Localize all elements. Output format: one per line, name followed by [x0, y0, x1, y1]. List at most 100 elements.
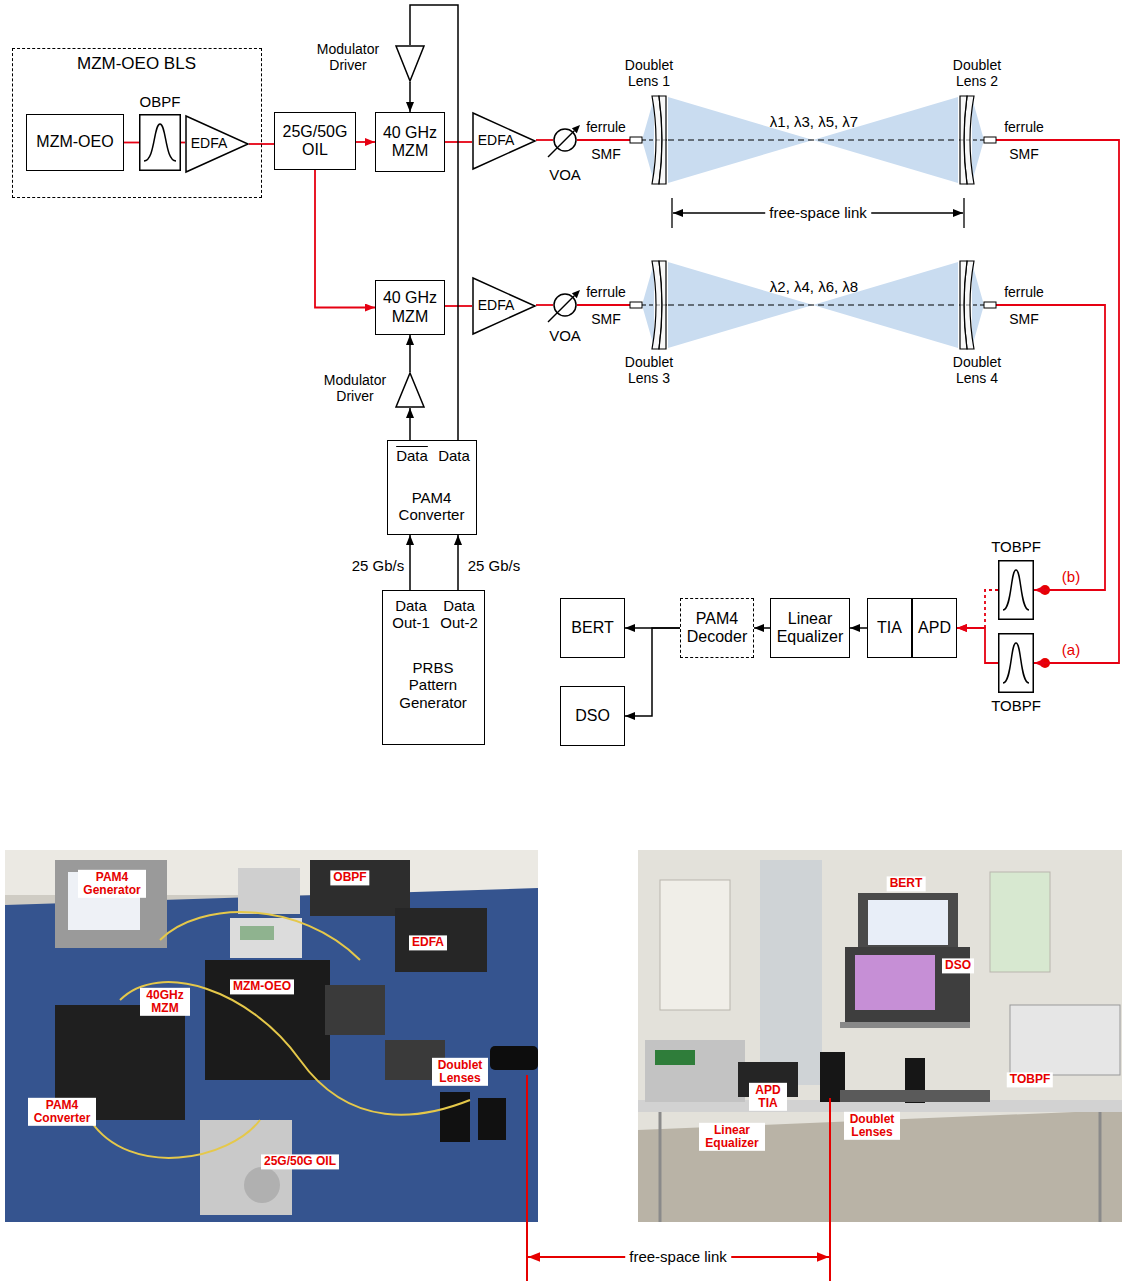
free-space-beam	[668, 304, 958, 305]
signal-wire	[457, 535, 459, 590]
link-bracket	[526, 1075, 528, 1281]
part-label: SMF	[1009, 146, 1039, 162]
part-name: Doublet Lens 3	[618, 354, 680, 386]
signal-wire	[409, 335, 411, 372]
lens-drawing	[958, 96, 996, 184]
tri-up-outline	[396, 373, 424, 407]
edge-label: λ1, λ3, λ5, λ7	[770, 113, 858, 130]
lens-l-outline	[630, 95, 668, 185]
node-body: 40 GHz MZM	[376, 113, 444, 171]
signal-wire	[409, 408, 411, 440]
signal-wire	[850, 627, 867, 629]
photo-callout: Linear Equalizer	[699, 1123, 765, 1151]
circle-outline	[572, 125, 580, 133]
transmitter-photo	[230, 918, 302, 958]
optical-fiber	[577, 139, 630, 141]
attenuator-symbol: VOA	[553, 128, 577, 152]
photo-callout: EDFA	[409, 935, 447, 950]
part-name: Modulator Driver	[305, 41, 391, 73]
edge-label: 25 Gb/s	[352, 557, 405, 574]
doublet-lens: Doublet Lens 2	[958, 95, 996, 185]
node-body: Linear Equalizer	[771, 599, 849, 657]
part-name: VOA	[541, 327, 589, 344]
box-label: PAM4 Decoder	[685, 610, 749, 647]
receiver-photo	[855, 955, 935, 1010]
part-name: EDFA	[475, 132, 517, 148]
part-name: Data Out-2	[433, 597, 485, 632]
transmitter-photo	[478, 1098, 506, 1140]
optical-fiber	[957, 628, 998, 663]
part-label: ferrule	[1004, 284, 1044, 300]
part-label: ferrule	[586, 284, 626, 300]
receiver-photo	[655, 1050, 695, 1065]
receiver-photo	[990, 872, 1050, 972]
filter-outline	[139, 114, 181, 171]
lens-element	[659, 261, 666, 349]
photo-callout: BERT	[887, 876, 926, 891]
photo-callout: PAM4 Generator	[78, 870, 146, 898]
ferrule-symbol	[984, 302, 996, 308]
tunable-filter: TOBPF	[998, 560, 1034, 620]
part-name: MZM-OEO BLS	[13, 54, 260, 74]
modulator-driver: Modulator Driver	[395, 372, 425, 408]
photo-callout: MZM-OEO	[230, 979, 294, 994]
receiver-photo	[840, 1090, 990, 1102]
circle-outline	[548, 131, 574, 157]
optical-fiber	[536, 304, 553, 306]
modulator-box: 40 GHz MZM	[375, 112, 445, 172]
amplifier-box: TIA	[867, 598, 912, 658]
box-label: Linear Equalizer	[775, 610, 845, 647]
beam-cone	[813, 262, 958, 348]
lens-element	[659, 96, 666, 184]
modulator-driver: Modulator Driver	[395, 45, 425, 82]
optical-fiber	[957, 590, 998, 628]
link-bracket	[672, 198, 964, 228]
part-name: OBPF	[125, 93, 195, 110]
tunable-filter: TOBPF	[998, 633, 1034, 693]
receiver-photo	[638, 850, 1122, 1222]
link-bracket	[527, 1075, 830, 1281]
transmitter-photo	[205, 960, 330, 1080]
receiver-photo	[659, 1112, 662, 1222]
transmitter-photo	[238, 868, 300, 914]
photo-callout: 25G/50G OIL	[261, 1154, 339, 1169]
box-label: MZM-OEO	[36, 133, 113, 151]
transmitter-photo	[5, 850, 538, 1222]
oeo-box: MZM-OEO	[26, 114, 124, 171]
transmitter-photo	[395, 908, 487, 972]
transmitter-photo	[55, 860, 167, 948]
optical-fiber	[181, 142, 185, 144]
node-body: 40 GHz MZM	[376, 281, 444, 334]
attenuator-symbol: VOA	[553, 293, 577, 317]
part-label: ferrule	[586, 119, 626, 135]
part-name: Data	[434, 447, 474, 464]
ferrule-symbol	[630, 137, 642, 143]
receiver-photo	[638, 1110, 1122, 1222]
optical-fiber	[996, 140, 1119, 663]
transmitter-photo	[440, 1092, 470, 1142]
tri-down-outline	[395, 45, 425, 82]
lens-element	[960, 261, 967, 349]
transmitter-photo	[90, 1120, 260, 1158]
amplifier-triangle: EDFA	[185, 115, 249, 173]
transmitter-photo	[244, 1167, 280, 1203]
node-body: 25G/50G OIL	[275, 113, 355, 169]
path-marker: (a)	[1062, 641, 1080, 658]
transmitter-photo	[490, 1046, 538, 1070]
filter-outline	[1003, 643, 1029, 683]
part-name: Modulator Driver	[319, 372, 391, 404]
lens-r-outline	[958, 260, 996, 350]
photo-callout: OBPF	[330, 870, 369, 885]
box-label: DSO	[575, 707, 610, 725]
dimension-label: free-space link	[765, 204, 871, 221]
bert-box: BERT	[560, 598, 625, 658]
tap-point-dot	[1040, 585, 1050, 668]
part-name: Data	[390, 447, 434, 464]
ferrule-symbol	[984, 137, 996, 143]
tri-right-outline	[186, 116, 248, 172]
transmitter-photo	[240, 926, 274, 940]
part-name: Doublet Lens 2	[946, 57, 1008, 89]
beam-cone	[668, 97, 958, 348]
transmitter-photo	[5, 850, 538, 1222]
pattern-generator: Data Out-1Data Out-2PRBS Pattern Generat…	[382, 590, 485, 745]
